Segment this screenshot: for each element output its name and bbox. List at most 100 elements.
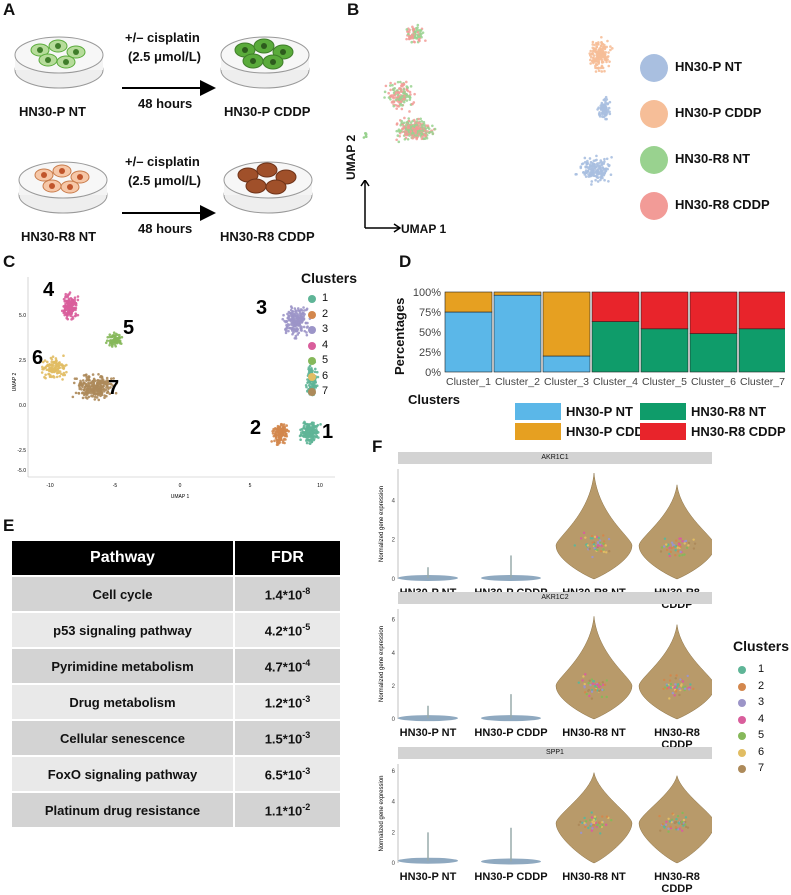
- violin-point: [598, 825, 602, 828]
- umap-point: [405, 121, 408, 124]
- violin-point: [683, 823, 687, 826]
- umap-point: [105, 339, 109, 342]
- violin-point: [605, 551, 608, 554]
- umap-point: [110, 343, 114, 347]
- umap-point: [605, 60, 608, 64]
- umap-point: [417, 133, 421, 136]
- violin-point: [592, 821, 596, 825]
- violin-point: [679, 545, 682, 548]
- umap-point: [604, 169, 608, 173]
- bar-xtick: Cluster_3: [544, 376, 589, 388]
- umap-point: [90, 382, 93, 385]
- umap-point: [604, 117, 607, 121]
- violin-point: [602, 542, 605, 545]
- umap-point: [304, 430, 308, 434]
- cluster-swatch-c: [308, 295, 316, 303]
- umap-point: [593, 43, 596, 47]
- violin-ytick: 0: [392, 861, 396, 867]
- umap-point: [81, 396, 85, 400]
- violin-point: [603, 683, 607, 686]
- violin-point: [598, 539, 602, 542]
- violin-group-label: HN30-R8 NT: [562, 727, 626, 739]
- violin-point: [683, 540, 686, 543]
- umap-point: [285, 434, 289, 438]
- umap-c-ytick: 0.0: [19, 403, 26, 409]
- violin-point: [664, 823, 668, 827]
- umap-point: [419, 127, 423, 131]
- umap-point: [584, 175, 588, 178]
- violin-point: [598, 821, 601, 824]
- violin-point: [673, 694, 676, 697]
- bar-segment: [493, 294, 542, 373]
- cluster-swatch-f: [738, 699, 746, 707]
- umap-point: [73, 296, 77, 299]
- umap-point: [72, 381, 76, 385]
- violin-point: [661, 822, 664, 826]
- umap-point: [310, 368, 313, 371]
- violin-group-label: HN30-R8 CDDP: [654, 871, 700, 895]
- violin-point: [673, 686, 676, 689]
- umap-point: [407, 129, 411, 133]
- violin-point: [683, 542, 686, 545]
- pathway-cell: FoxO signaling pathway: [10, 755, 235, 793]
- violin-point: [663, 678, 666, 682]
- violin-point: [668, 679, 672, 682]
- umap-point: [589, 167, 592, 171]
- umap-point: [603, 97, 607, 101]
- umap-point: [272, 429, 276, 432]
- violin-ytick: 0: [392, 717, 396, 723]
- fdr-exponent: -3: [302, 765, 311, 776]
- umap-point: [75, 377, 78, 381]
- umap-point: [607, 180, 610, 183]
- bar-legend-label: HN30-P NT: [566, 404, 633, 419]
- violin-point: [577, 681, 580, 684]
- violin-point: [658, 814, 661, 818]
- umap-point: [597, 69, 601, 73]
- violin-point: [684, 685, 687, 689]
- violin-point: [601, 823, 604, 827]
- umap-point: [60, 363, 64, 366]
- umap-point: [276, 440, 280, 444]
- bar-xtick: Cluster_1: [446, 376, 491, 388]
- violin-point: [592, 680, 595, 683]
- violin-point: [582, 531, 586, 535]
- cluster-label-c: 2: [322, 307, 329, 320]
- violin-point: [683, 553, 686, 556]
- umap-point: [103, 396, 106, 400]
- cluster-swatch-f: [738, 666, 746, 674]
- cluster-swatch-c: [308, 357, 316, 365]
- umap-point: [303, 420, 306, 424]
- umap-point: [273, 432, 277, 435]
- umap-point: [91, 388, 94, 392]
- violin-point: [676, 683, 680, 686]
- umap-point: [293, 317, 297, 321]
- bar-segment: [738, 291, 785, 330]
- bar-legend-swatch: [640, 403, 686, 420]
- cluster-swatch-f: [738, 765, 746, 773]
- umap-point: [310, 427, 314, 430]
- umap-point: [423, 137, 427, 141]
- umap-point: [308, 442, 311, 445]
- umap-point: [65, 370, 68, 374]
- violin-group-label: HN30-P NT: [399, 727, 457, 739]
- umap-point: [295, 319, 299, 323]
- umap-point: [49, 363, 53, 367]
- umap-point: [389, 97, 392, 101]
- cluster-label-f: 3: [758, 696, 765, 708]
- umap-point: [68, 305, 72, 309]
- umap-point: [603, 58, 607, 61]
- umap-point: [67, 303, 71, 306]
- umap-point: [316, 375, 320, 379]
- umap-point: [102, 387, 106, 391]
- umap-point: [315, 435, 318, 439]
- umap-point: [74, 312, 77, 315]
- cluster-swatch-f: [738, 682, 746, 691]
- umap-point: [304, 321, 308, 325]
- umap-point: [584, 165, 588, 169]
- violin-shape: [555, 472, 633, 580]
- umap-point: [602, 115, 606, 119]
- violin-point: [665, 543, 668, 546]
- violin-point: [591, 555, 594, 559]
- umap-point: [410, 35, 413, 38]
